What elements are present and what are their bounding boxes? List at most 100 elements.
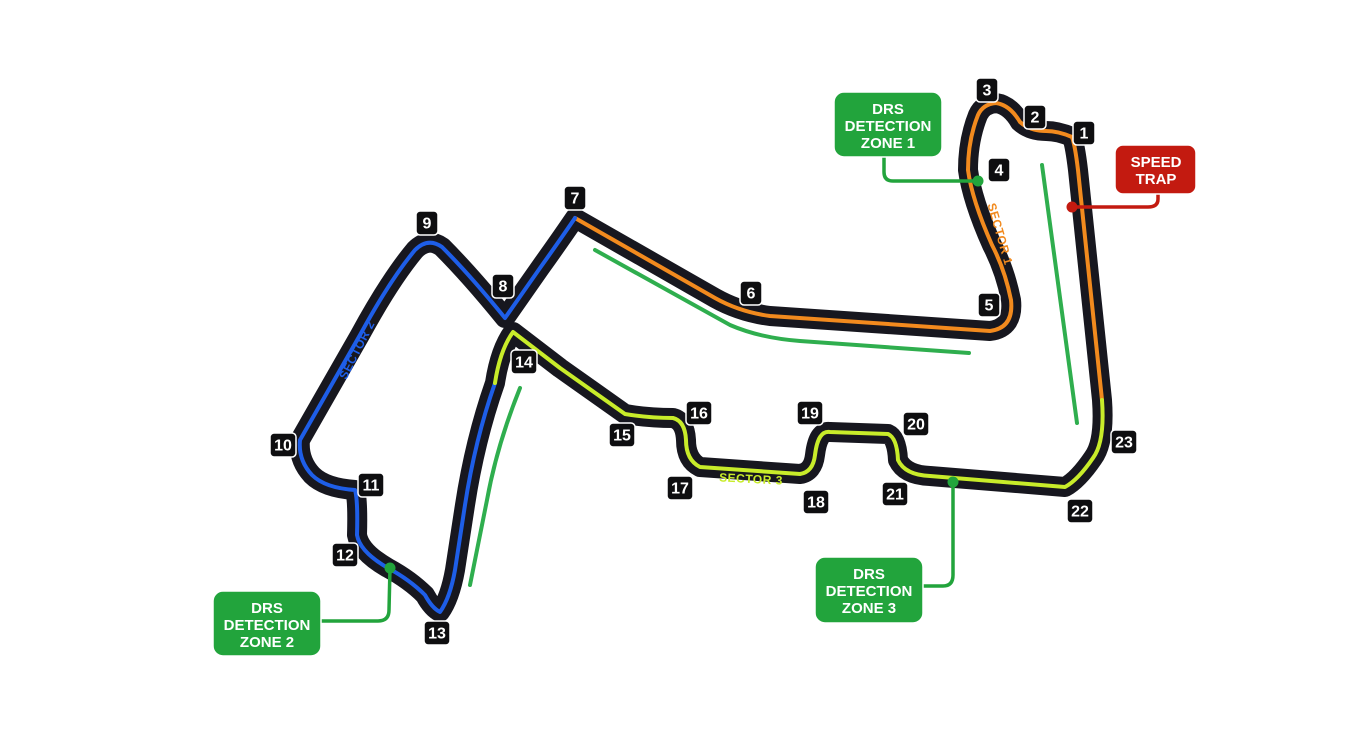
turn-marker-17: 17 bbox=[666, 475, 694, 501]
drs-zone-line-2 bbox=[593, 248, 971, 355]
speed-trap-connector bbox=[1070, 186, 1160, 209]
drs-zone-3-line-3: ZONE 3 bbox=[842, 600, 896, 617]
turn-marker-11: 11 bbox=[357, 472, 385, 498]
turn-marker-1: 1 bbox=[1072, 120, 1096, 146]
sector-3-label: SECTOR 3 bbox=[719, 470, 783, 487]
turn-marker-box bbox=[415, 210, 439, 236]
turn-number: 21 bbox=[886, 487, 904, 504]
turn-marker-box bbox=[685, 400, 713, 426]
drs-detection-zone-2: DRS DETECTION ZONE 2 bbox=[212, 590, 322, 657]
turn-marker-box bbox=[802, 489, 830, 515]
turn-number: 4 bbox=[995, 163, 1004, 180]
turn-number: 7 bbox=[571, 191, 580, 208]
turn-number: 14 bbox=[515, 355, 533, 372]
turn-marker-7: 7 bbox=[563, 185, 587, 211]
sector-3-line bbox=[493, 330, 1105, 489]
turn-marker-box bbox=[510, 349, 538, 375]
turn-number: 16 bbox=[690, 406, 708, 423]
turn-marker-20: 20 bbox=[902, 411, 930, 437]
turn-number: 23 bbox=[1115, 435, 1133, 452]
turn-marker-14: 14 bbox=[510, 349, 538, 375]
turn-marker-box bbox=[1110, 429, 1138, 455]
drs-zone-3-dot bbox=[947, 476, 959, 488]
speed-trap-line-2: TRAP bbox=[1136, 171, 1177, 188]
turn-marker-9: 9 bbox=[415, 210, 439, 236]
drs-zone-line-1 bbox=[1040, 163, 1079, 425]
speed-trap-dot bbox=[1066, 201, 1078, 213]
turn-number: 20 bbox=[907, 417, 925, 434]
turn-marker-4: 4 bbox=[987, 157, 1011, 183]
drs-zone-2-dot bbox=[384, 562, 396, 574]
turn-number: 18 bbox=[807, 495, 825, 512]
turn-marker-box bbox=[563, 185, 587, 211]
turn-marker-box bbox=[902, 411, 930, 437]
turn-marker-box bbox=[1072, 120, 1096, 146]
turn-marker-2: 2 bbox=[1023, 104, 1047, 130]
turn-marker-6: 6 bbox=[739, 280, 763, 306]
turn-marker-16: 16 bbox=[685, 400, 713, 426]
callout-connectors bbox=[316, 152, 1160, 623]
turn-marker-box bbox=[975, 77, 999, 103]
turn-marker-box bbox=[608, 422, 636, 448]
turn-marker-box bbox=[423, 620, 451, 646]
turn-number: 10 bbox=[274, 438, 292, 455]
turn-marker-box bbox=[881, 481, 909, 507]
drs-zone-2-line-1: DRS bbox=[251, 600, 283, 617]
drs-zone-1-line-1: DRS bbox=[872, 101, 904, 118]
turn-marker-3: 3 bbox=[975, 77, 999, 103]
turn-marker-box bbox=[1066, 498, 1094, 524]
speed-trap-line-1: SPEED bbox=[1131, 154, 1182, 171]
turn-number: 8 bbox=[499, 279, 508, 296]
turn-marker-box bbox=[977, 292, 1001, 318]
turn-number: 13 bbox=[428, 626, 446, 643]
turn-number: 17 bbox=[671, 481, 689, 498]
drs-zone-1-line-3: ZONE 1 bbox=[861, 135, 915, 152]
turn-marker-10: 10 bbox=[269, 432, 297, 458]
speed-trap-box: SPEED TRAP bbox=[1114, 144, 1197, 195]
turn-marker-box bbox=[987, 157, 1011, 183]
turn-marker-box bbox=[666, 475, 694, 501]
drs-zone-1-connector bbox=[882, 152, 980, 183]
turn-number: 5 bbox=[985, 298, 994, 315]
turn-marker-box bbox=[269, 432, 297, 458]
drs-zone-1-line-2: DETECTION bbox=[845, 118, 932, 135]
turn-number: 3 bbox=[983, 83, 992, 100]
drs-zones bbox=[468, 163, 1079, 587]
turn-number: 2 bbox=[1031, 110, 1040, 127]
turn-number: 15 bbox=[613, 428, 631, 445]
drs-zone-1-dot bbox=[972, 175, 984, 187]
turn-marker-box bbox=[739, 280, 763, 306]
drs-zone-line-3 bbox=[468, 386, 522, 587]
drs-zone-2-line-2: DETECTION bbox=[224, 617, 311, 634]
turn-marker-18: 18 bbox=[802, 489, 830, 515]
turn-marker-box bbox=[796, 400, 824, 426]
drs-zone-3-connector bbox=[918, 480, 955, 588]
turn-marker-5: 5 bbox=[977, 292, 1001, 318]
turn-marker-12: 12 bbox=[331, 542, 359, 568]
turn-marker-box bbox=[1023, 104, 1047, 130]
turn-marker-box bbox=[357, 472, 385, 498]
drs-zone-3-line-2: DETECTION bbox=[826, 583, 913, 600]
turn-marker-8: 8 bbox=[491, 273, 515, 299]
turn-number: 12 bbox=[336, 548, 354, 565]
turn-number: 11 bbox=[363, 478, 380, 495]
turn-number: 6 bbox=[747, 286, 756, 303]
turn-marker-15: 15 bbox=[608, 422, 636, 448]
turn-marker-23: 23 bbox=[1110, 429, 1138, 455]
turn-marker-box bbox=[491, 273, 515, 299]
drs-zone-3-line-1: DRS bbox=[853, 566, 885, 583]
drs-zone-2-connector bbox=[316, 566, 392, 623]
turn-marker-21: 21 bbox=[881, 481, 909, 507]
sector-2-line bbox=[297, 216, 577, 614]
turn-marker-22: 22 bbox=[1066, 498, 1094, 524]
turn-number: 19 bbox=[801, 406, 819, 423]
drs-zone-2-line-3: ZONE 2 bbox=[240, 634, 294, 651]
drs-detection-zone-3: DRS DETECTION ZONE 3 bbox=[814, 556, 924, 624]
turn-number: 9 bbox=[423, 216, 432, 233]
turn-marker-13: 13 bbox=[423, 620, 451, 646]
turn-number: 1 bbox=[1080, 126, 1089, 143]
turn-marker-box bbox=[331, 542, 359, 568]
turn-marker-19: 19 bbox=[796, 400, 824, 426]
